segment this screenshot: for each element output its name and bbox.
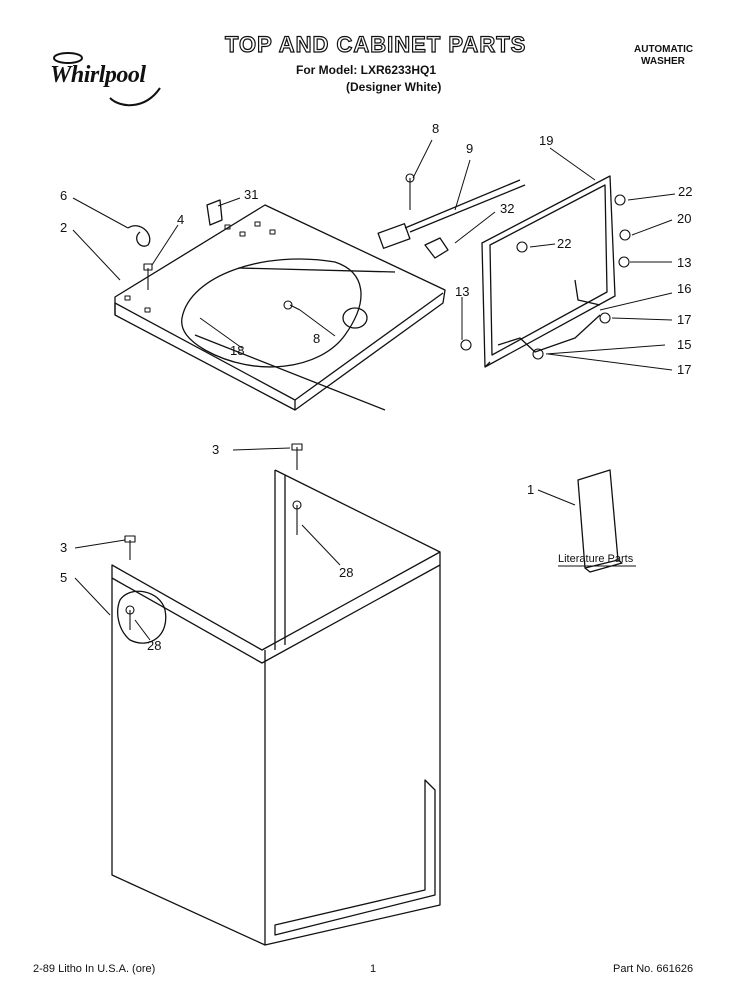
model-number: For Model: LXR6233HQ1 [296,63,437,77]
product-type-line2: WASHER [641,56,685,67]
callout-3-lower: 3 [60,540,67,555]
callout-22-mid: 22 [557,236,571,251]
literature-parts-label: Literature Parts [558,553,634,565]
part-number: Part No. 661626 [613,963,694,975]
lid-strike [424,237,449,259]
washer-top-panel [114,204,446,411]
callout-28-upper: 28 [339,565,353,580]
callout-17-bottom: 17 [677,362,691,377]
callout-5: 5 [60,570,67,585]
callout-20: 20 [677,211,691,226]
callout-18: 18 [230,343,244,358]
callout-8-mid: 8 [313,331,320,346]
product-type-line1: AUTOMATIC [634,44,694,55]
page-title: TOP AND CABINET PARTS [224,31,527,57]
callout-1: 1 [527,482,534,497]
callout-13-right: 13 [677,255,691,270]
whirlpool-logo: Whirlpool [50,48,180,118]
leader-lines [72,139,676,641]
callout-17-top: 17 [677,312,691,327]
top-panel-holes [124,221,276,313]
callout-32: 32 [500,201,514,216]
callout-8-top: 8 [432,121,439,136]
callout-9: 9 [466,141,473,156]
callout-15: 15 [677,337,691,352]
literature-book [577,469,623,573]
callout-3-upper: 3 [212,442,219,457]
callout-31: 31 [244,187,258,202]
callout-13-left: 13 [455,284,469,299]
console-back-panel [481,175,616,368]
washer-cabinet [111,469,441,946]
callout-2: 2 [60,220,67,235]
cabinet-cutaway [117,590,167,644]
brand-logo-text: Whirlpool [50,62,146,88]
page-number: 1 [370,963,377,975]
callout-6: 6 [60,188,67,203]
callout-19: 19 [539,133,553,148]
callout-16: 16 [677,281,691,296]
callout-28-lower: 28 [147,638,161,653]
lid-switch-assembly [377,179,526,249]
callout-22-top: 22 [678,184,692,199]
footer-print-info: 2-89 Litho In U.S.A. (ore) [33,963,156,975]
screws [124,173,631,630]
wire-harness [497,279,601,353]
color-variant: (Designer White) [346,80,442,94]
bracket [206,199,223,226]
hinge-clip [127,225,151,247]
callout-4: 4 [177,212,184,227]
whirlpool-swirl-icon [53,52,161,107]
